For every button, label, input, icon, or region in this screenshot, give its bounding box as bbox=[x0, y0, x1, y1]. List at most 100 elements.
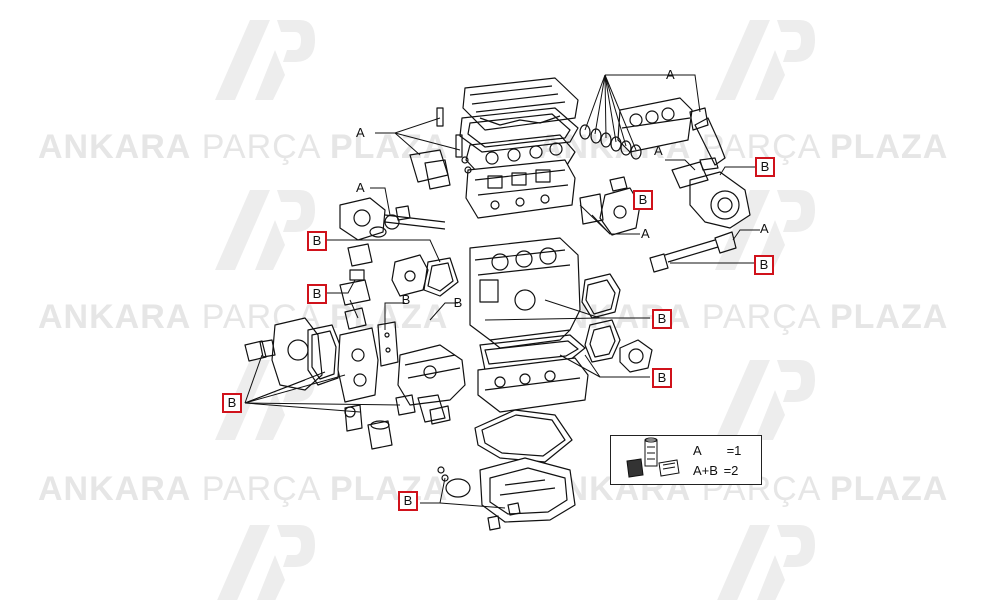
leader-line bbox=[680, 74, 701, 113]
callout-label-b: B bbox=[222, 393, 242, 413]
front-plate bbox=[337, 321, 399, 403]
callout-label-a: A bbox=[356, 180, 365, 195]
leader-line bbox=[591, 214, 640, 235]
watermark-word: PARÇA bbox=[701, 298, 820, 336]
leader-line bbox=[579, 204, 611, 235]
leader-line bbox=[394, 117, 441, 134]
watermark-word: PLAZA bbox=[829, 128, 949, 166]
callout-label-a: A bbox=[356, 125, 365, 140]
callout-label-a: A bbox=[760, 221, 769, 236]
legend-row-1: A =1 bbox=[693, 443, 741, 458]
watermark-word: ANKARA bbox=[38, 298, 192, 336]
watermark-logo bbox=[715, 360, 815, 440]
watermark-word: ANKARA bbox=[38, 128, 192, 166]
callout-label-b: B bbox=[401, 292, 411, 307]
head-gasket bbox=[465, 134, 576, 176]
callout-label-b: B bbox=[633, 190, 653, 210]
water-pump bbox=[339, 197, 446, 241]
legend-key-ab: A+B bbox=[693, 463, 718, 478]
elbow-pipe bbox=[689, 107, 726, 166]
callout-label-b: B bbox=[307, 284, 327, 304]
intake-manifold bbox=[477, 334, 589, 413]
valve-cover bbox=[462, 77, 579, 131]
leader-line bbox=[244, 374, 346, 404]
callout-label-b: B bbox=[307, 231, 327, 251]
leader-line bbox=[325, 279, 356, 294]
leader-line bbox=[594, 74, 606, 135]
leader-line bbox=[420, 477, 446, 504]
pump-cover bbox=[391, 254, 459, 297]
oil-pan bbox=[479, 457, 576, 523]
callout-label-b: B bbox=[755, 157, 775, 177]
leader-line bbox=[559, 354, 601, 378]
watermark-logo bbox=[717, 525, 815, 600]
callout-label-b: B bbox=[754, 255, 774, 275]
leader-line bbox=[732, 229, 760, 241]
leader-line bbox=[244, 371, 326, 404]
head-small-parts bbox=[409, 107, 472, 190]
callout-label-b: B bbox=[398, 491, 418, 511]
legend-value-2: =2 bbox=[723, 463, 739, 478]
leader-line bbox=[325, 239, 441, 263]
watermark-word: PLAZA bbox=[329, 470, 449, 508]
leader-line bbox=[244, 354, 263, 404]
leader-line bbox=[375, 132, 421, 156]
legend-value-1: =1 bbox=[726, 443, 742, 458]
watermark-word: PLAZA bbox=[829, 298, 949, 336]
watermark-logo bbox=[217, 525, 315, 600]
watermark-word: PLAZA bbox=[329, 128, 449, 166]
leader-line bbox=[370, 187, 391, 216]
leader-line bbox=[584, 74, 606, 131]
watermark-word: PLAZA bbox=[829, 470, 949, 508]
block-side-gaskets bbox=[581, 273, 653, 373]
callout-label-a: A bbox=[666, 67, 675, 82]
leader-line bbox=[244, 402, 401, 406]
watermark-logo bbox=[215, 190, 315, 270]
callout-label-a: A bbox=[641, 226, 650, 241]
pump-fittings bbox=[339, 243, 373, 330]
exhaust-manifold bbox=[617, 97, 693, 153]
watermark-word: PARÇA bbox=[201, 128, 320, 166]
legend-gasket-kit-icon bbox=[626, 437, 680, 478]
cylinder-head bbox=[465, 159, 576, 219]
watermark-logo bbox=[715, 20, 815, 100]
leader-line bbox=[384, 302, 405, 330]
callout-label-b: B bbox=[652, 368, 672, 388]
leader-line bbox=[665, 159, 696, 171]
leader-line bbox=[604, 74, 607, 139]
watermark-word: ANKARA bbox=[38, 470, 192, 508]
legend-key-a: A bbox=[693, 443, 701, 458]
callout-label-b: B bbox=[453, 295, 463, 310]
leader-line bbox=[719, 166, 755, 176]
watermark-row: ANKARA PARÇA PLAZA bbox=[538, 298, 948, 337]
cover-gasket bbox=[459, 107, 579, 153]
watermark-row: ANKARA PARÇA PLAZA bbox=[38, 470, 448, 509]
thermostat-housing bbox=[579, 176, 641, 236]
drain-plug-parts bbox=[437, 466, 521, 531]
turbocharger bbox=[671, 157, 751, 229]
legend-box: A =1 A+B =2 bbox=[610, 435, 762, 485]
leader-line bbox=[429, 302, 458, 321]
leader-line bbox=[604, 74, 627, 147]
oil-pipe bbox=[649, 231, 737, 273]
leader-line bbox=[484, 317, 601, 321]
leader-line bbox=[244, 402, 361, 413]
callout-label-a: A bbox=[654, 143, 663, 158]
leader-line bbox=[604, 74, 617, 143]
watermark-word: PARÇA bbox=[201, 470, 320, 508]
watermark-logo bbox=[215, 20, 315, 100]
leader-line bbox=[439, 502, 506, 509]
leader-line bbox=[604, 74, 637, 151]
oil-pan-gasket bbox=[474, 409, 573, 463]
leader-line bbox=[544, 299, 601, 319]
engine-block bbox=[469, 237, 581, 349]
legend-row-2: A+B =2 bbox=[693, 463, 738, 478]
injection-pump bbox=[395, 344, 466, 423]
watermark-row: ANKARA PARÇA PLAZA bbox=[38, 128, 448, 167]
leader-line bbox=[394, 132, 461, 151]
timing-cover bbox=[271, 317, 341, 391]
callout-label-b: B bbox=[652, 309, 672, 329]
leader-line bbox=[349, 299, 359, 319]
